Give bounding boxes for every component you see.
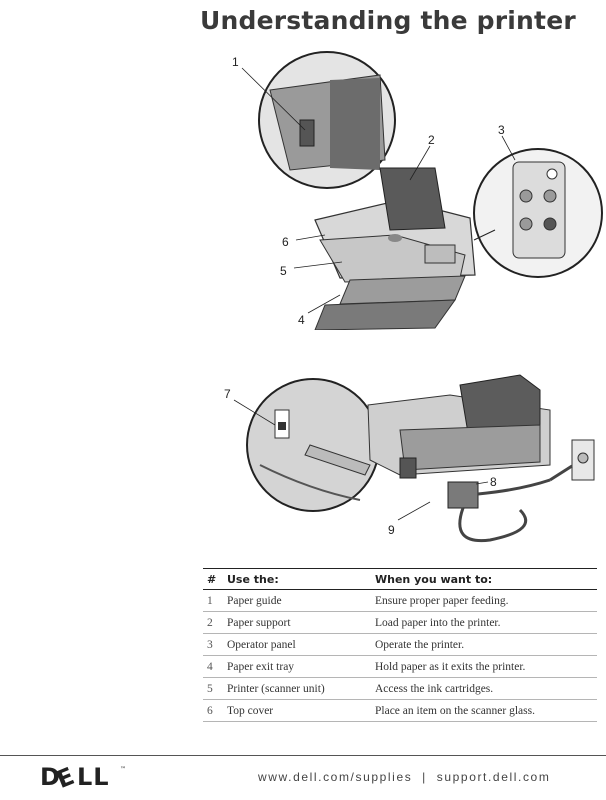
row-use: Paper guide bbox=[223, 589, 371, 612]
dell-logo: D E LL ™ bbox=[40, 762, 130, 794]
row-num: 3 bbox=[203, 633, 223, 656]
callout-1: 1 bbox=[232, 55, 239, 69]
row-when: Hold paper as it exits the printer. bbox=[371, 655, 597, 678]
footer-divider bbox=[0, 755, 606, 756]
callout-9: 9 bbox=[388, 523, 395, 537]
row-num: 6 bbox=[203, 699, 223, 722]
callout-4: 4 bbox=[298, 313, 305, 327]
footer-links: www.dell.com/supplies | support.dell.com bbox=[258, 770, 551, 784]
parts-table: # Use the: When you want to: 1 Paper gui… bbox=[203, 568, 597, 722]
row-use: Top cover bbox=[223, 699, 371, 722]
table-header-row: # Use the: When you want to: bbox=[203, 568, 597, 590]
callout-7: 7 bbox=[224, 387, 231, 401]
printer-front-illustration: 1 2 3 6 5 4 bbox=[230, 50, 606, 330]
callout-6: 6 bbox=[282, 235, 289, 249]
row-num: 1 bbox=[203, 589, 223, 612]
row-when: Operate the printer. bbox=[371, 633, 597, 656]
row-use: Operator panel bbox=[223, 633, 371, 656]
printer-back-illustration: 7 8 9 bbox=[220, 370, 596, 550]
row-when: Load paper into the printer. bbox=[371, 611, 597, 634]
table-row: 6 Top cover Place an item on the scanner… bbox=[203, 699, 597, 722]
table-row: 3 Operator panel Operate the printer. bbox=[203, 633, 597, 656]
svg-text:LL: LL bbox=[77, 763, 110, 789]
row-num: 2 bbox=[203, 611, 223, 634]
callout-5: 5 bbox=[280, 264, 287, 278]
row-num: 5 bbox=[203, 677, 223, 700]
header-num: # bbox=[203, 568, 223, 590]
row-use: Paper support bbox=[223, 611, 371, 634]
header-when: When you want to: bbox=[371, 568, 597, 590]
page-title: Understanding the printer bbox=[200, 6, 576, 35]
row-use: Printer (scanner unit) bbox=[223, 677, 371, 700]
row-when: Access the ink cartridges. bbox=[371, 677, 597, 700]
svg-text:™: ™ bbox=[120, 766, 126, 773]
callout-8: 8 bbox=[490, 475, 497, 489]
table-row: 4 Paper exit tray Hold paper as it exits… bbox=[203, 655, 597, 678]
header-use: Use the: bbox=[223, 568, 371, 590]
row-num: 4 bbox=[203, 655, 223, 678]
row-use: Paper exit tray bbox=[223, 655, 371, 678]
usb-port-inset bbox=[246, 378, 380, 512]
callout-3: 3 bbox=[498, 123, 505, 137]
table-row: 5 Printer (scanner unit) Access the ink … bbox=[203, 677, 597, 700]
row-when: Ensure proper paper feeding. bbox=[371, 589, 597, 612]
table-row: 2 Paper support Load paper into the prin… bbox=[203, 611, 597, 634]
callout-2: 2 bbox=[428, 133, 435, 147]
row-when: Place an item on the scanner glass. bbox=[371, 699, 597, 722]
svg-text:D: D bbox=[40, 763, 61, 789]
table-row: 1 Paper guide Ensure proper paper feedin… bbox=[203, 589, 597, 612]
